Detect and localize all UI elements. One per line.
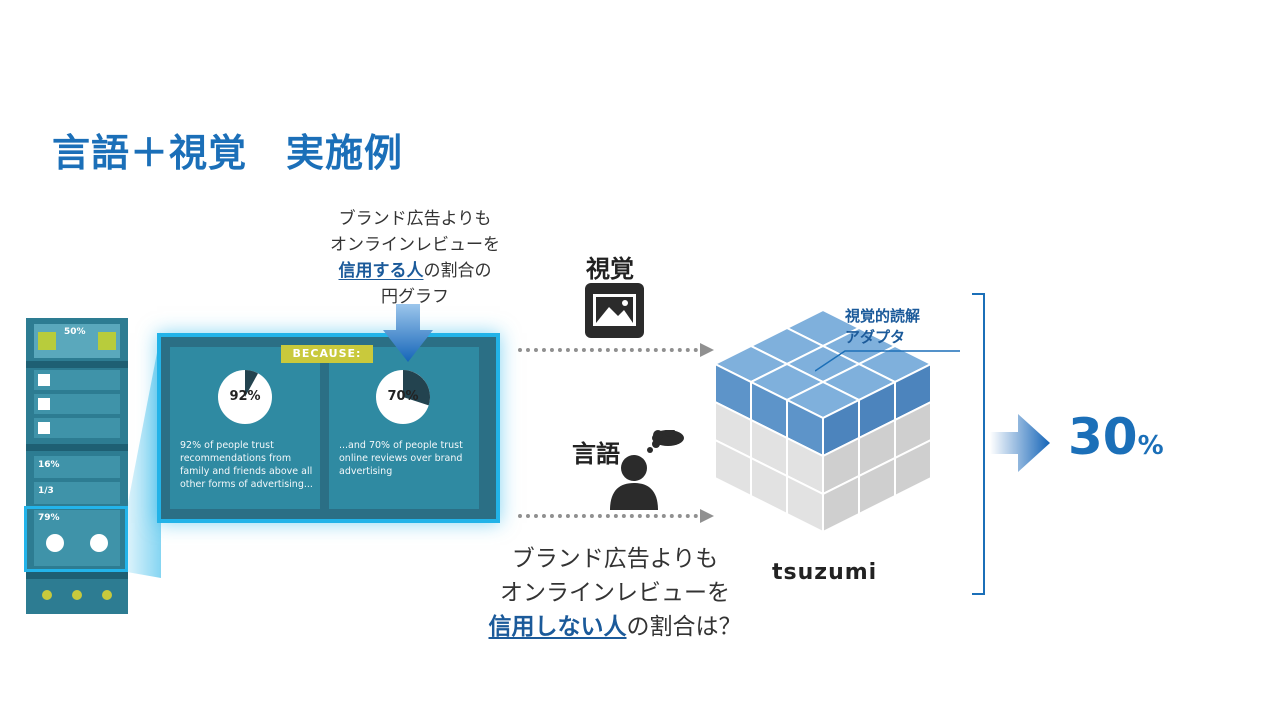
infographic-zoom-panel: 92% 92% of people trust recommendations …	[157, 333, 500, 523]
strip-stat3: 79%	[38, 513, 60, 523]
thinking-person-icon	[610, 430, 684, 510]
caption-top-line1: ブランド広告よりも	[338, 209, 492, 229]
caption-bottom-line1: ブランド広告よりも	[511, 546, 719, 572]
mini-pie-right	[90, 534, 108, 552]
strip-row-linkedin	[34, 418, 120, 438]
pie-slice-remainder	[245, 370, 259, 397]
strip-divider	[26, 572, 128, 579]
language-label: 言語	[572, 440, 620, 468]
because-badge: BECAUSE:	[281, 345, 373, 363]
facebook-icon	[38, 374, 50, 386]
zoom-connector	[127, 332, 161, 578]
footer-icon-2	[72, 590, 82, 600]
stat-text-right: ...and 70% of people trust online review…	[339, 440, 463, 477]
caption-top-line3-rest: の割合の	[423, 261, 492, 281]
strip-row-stat2: 1/3	[34, 482, 120, 504]
caption-top-line3: 信用する人の割合の	[300, 258, 530, 284]
footer-icon-3	[102, 590, 112, 600]
result-number: 30	[1068, 408, 1138, 466]
caption-bottom: ブランド広告よりも オンラインレビューを 信用しない人の割合は？	[440, 542, 790, 644]
infographic-thumbnail: 50% 16% 1/3 79%	[26, 318, 128, 614]
adapter-callout-line	[815, 350, 960, 372]
caption-top: ブランド広告よりも オンラインレビューを 信用する人の割合の 円グラフ	[300, 206, 530, 310]
result-unit: %	[1137, 431, 1164, 461]
strip-divider	[26, 444, 128, 451]
caption-top-line4: 円グラフ	[381, 287, 449, 307]
result-arrow-icon	[990, 414, 1050, 472]
pie-label-92: 92%	[229, 389, 261, 404]
vision-label: 視覚	[586, 255, 634, 283]
caption-top-emphasis: 信用する人	[338, 261, 424, 281]
arrow-down-icon	[383, 304, 433, 362]
strip-stat1: 16%	[38, 460, 60, 470]
strip-header-block: 50%	[34, 324, 120, 358]
cube-right-cell	[894, 438, 932, 498]
pie-chart-70	[376, 370, 431, 424]
stat-pane-left: 92% 92% of people trust recommendations …	[170, 347, 320, 509]
mini-pie-left	[46, 534, 64, 552]
caption-bottom-line3-rest: の割合は？	[626, 614, 742, 640]
adapter-label: 視覚的読解 アダプタ	[845, 306, 920, 348]
language-arrowhead-icon	[700, 509, 714, 523]
output-bracket	[972, 293, 985, 595]
stat-text-left: 92% of people trust recommendations from…	[180, 440, 313, 490]
strip-row-twitter	[34, 394, 120, 414]
twitter-icon	[38, 398, 50, 410]
strip-highlight-frame	[24, 506, 128, 572]
caption-bottom-line3: 信用しない人の割合は？	[440, 610, 790, 644]
model-cube-icon	[712, 308, 934, 534]
pie-label-70: 70%	[387, 389, 419, 404]
pie-chart-92	[218, 370, 272, 424]
language-connector	[518, 514, 698, 518]
tablet-icon	[38, 332, 56, 350]
strip-row-stat3: 79%	[34, 510, 120, 566]
strip-row-facebook	[34, 370, 120, 390]
vision-arrowhead-icon	[700, 343, 714, 357]
adapter-label-line2: アダプタ	[845, 328, 906, 346]
vision-connector	[518, 348, 698, 352]
model-name: tsuzumi	[772, 560, 878, 585]
caption-bottom-emphasis: 信用しない人	[488, 614, 627, 640]
strip-headline: 50%	[64, 327, 86, 337]
slide-title: 言語＋視覚 実施例	[52, 131, 404, 175]
adapter-label-line1: 視覚的読解	[845, 307, 921, 325]
strip-stat2: 1/3	[38, 486, 54, 496]
strip-row-stat1: 16%	[34, 456, 120, 478]
pie-slice-remainder	[403, 370, 431, 406]
caption-top-line2: オンラインレビューを	[330, 235, 500, 255]
result-value: 30%	[1068, 408, 1164, 466]
caption-bottom-line2: オンラインレビューを	[500, 580, 730, 606]
image-icon	[585, 283, 644, 338]
strip-footer	[34, 584, 120, 608]
strip-divider	[26, 361, 128, 368]
stat-pane-right: 70% ...and 70% of people trust online re…	[329, 347, 479, 509]
footer-icon-1	[42, 590, 52, 600]
device-icon	[98, 332, 116, 350]
linkedin-icon	[38, 422, 50, 434]
